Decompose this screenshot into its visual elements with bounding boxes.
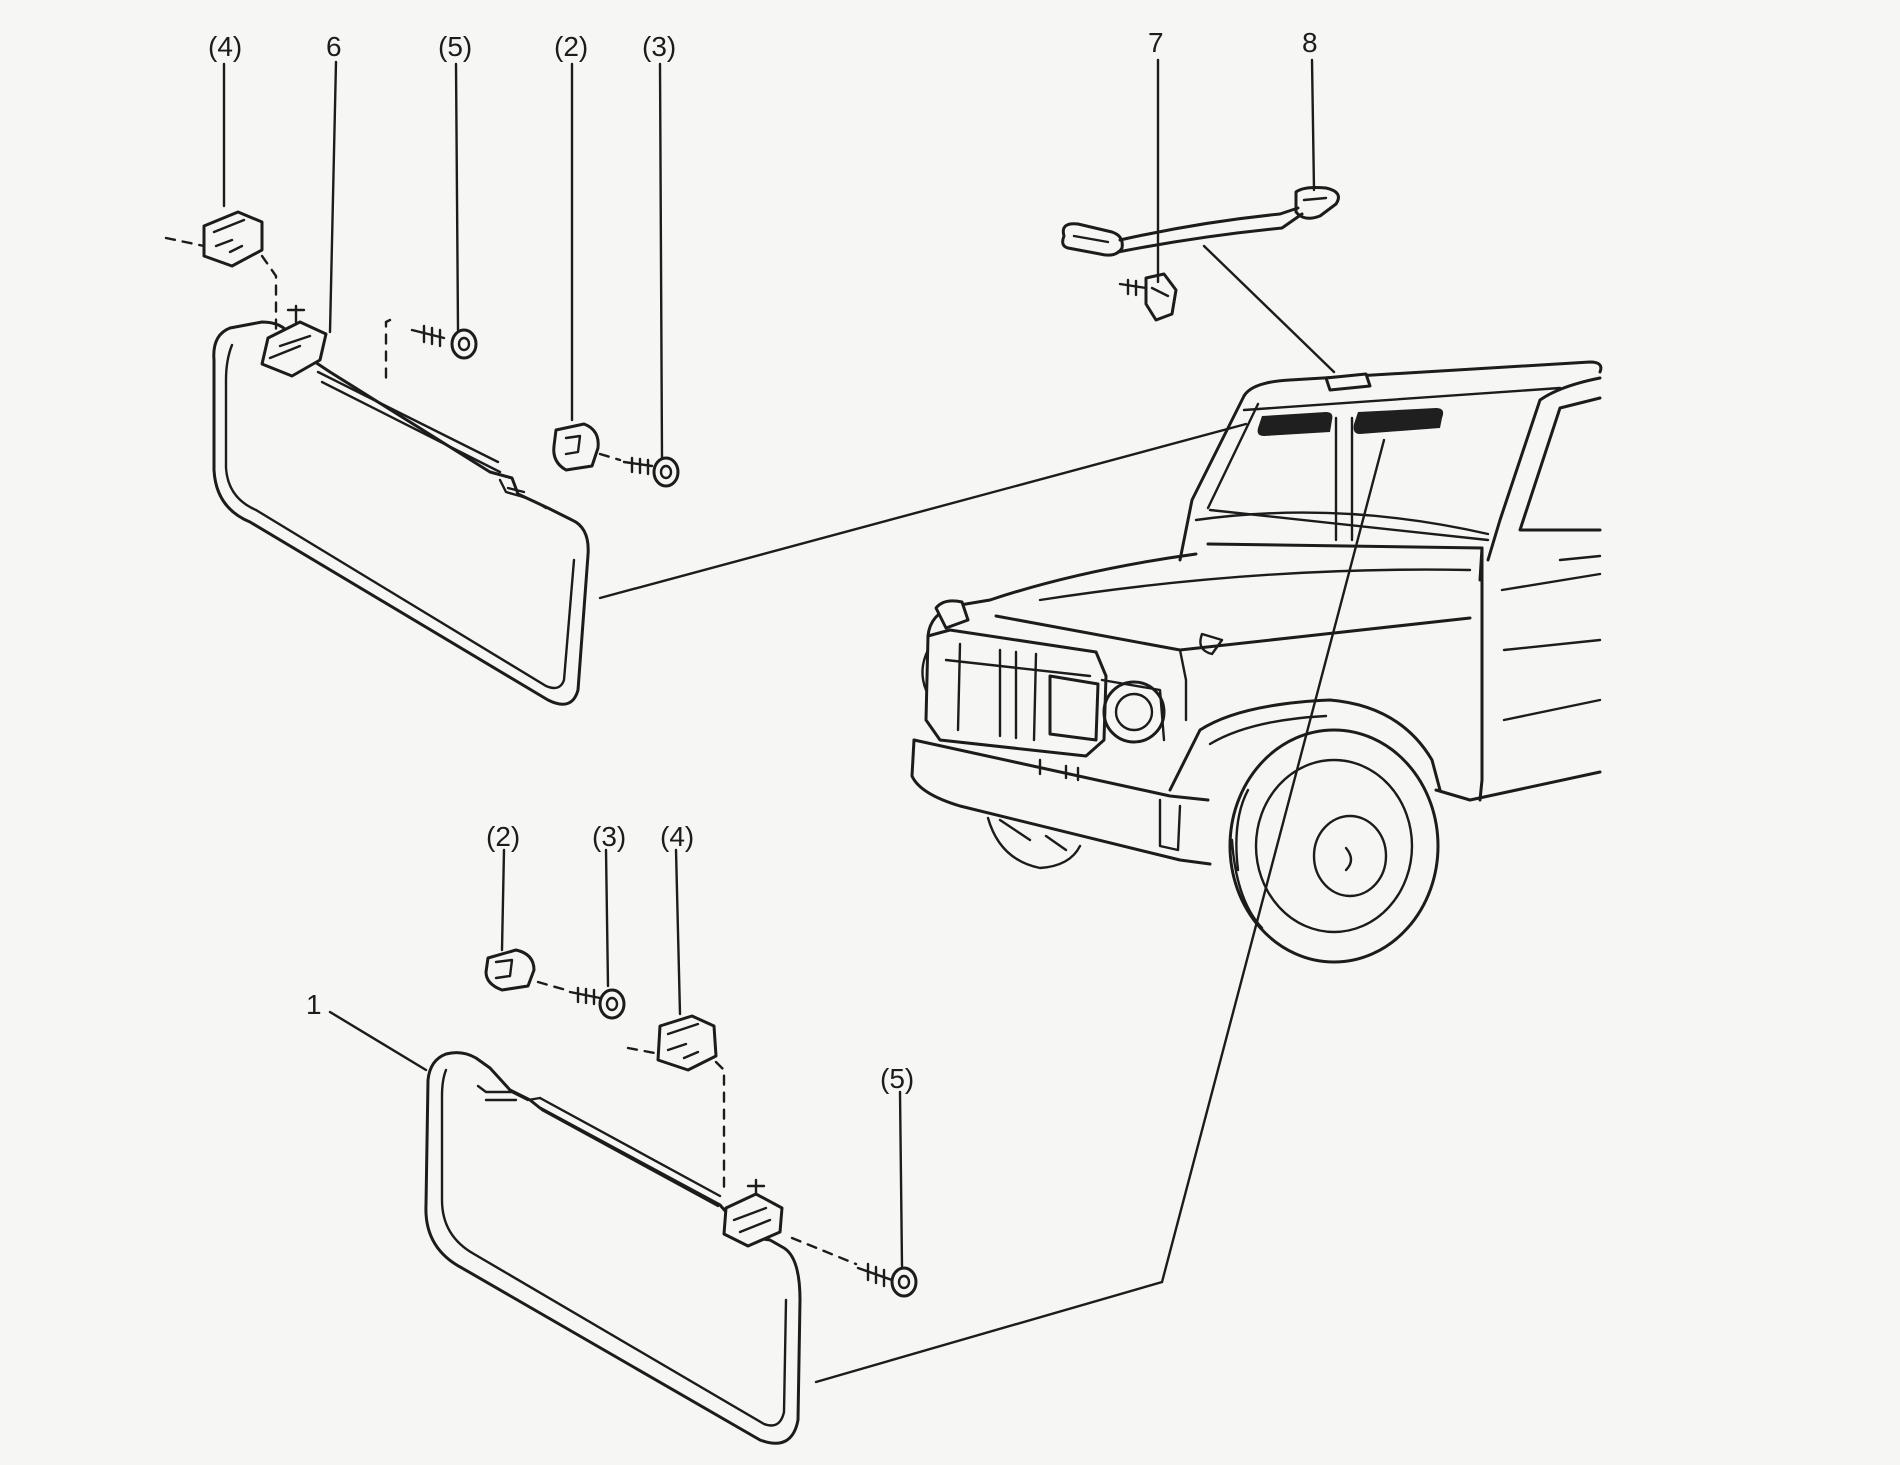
callout-lower-bracket: (4): [660, 821, 694, 852]
callout-upper-screw: (5): [438, 31, 472, 62]
lower-visor-clip-notch: [476, 1084, 542, 1102]
upper-visor-rod: [316, 370, 502, 474]
callout-lower-clip-screw: (3): [592, 821, 626, 852]
visor-highlight-driver: [1257, 412, 1333, 436]
leader-lines: [598, 244, 1386, 1384]
callout-lower-visor-1: 1: [306, 989, 322, 1020]
lower-clip-screw: [568, 986, 626, 1020]
callout-upper-arm: 6: [326, 31, 342, 62]
upper-sun-visor-assembly: [164, 210, 680, 706]
lower-sun-visor-assembly: [424, 948, 918, 1445]
upper-mounting-bracket: [202, 210, 264, 268]
upper-visor-clip: [552, 422, 600, 472]
lower-visor-rod: [538, 1096, 722, 1208]
lower-sun-visor-panel: [424, 1051, 802, 1445]
upper-visor-inner-edge: [224, 343, 576, 690]
grab-handle-assembly: [1061, 186, 1340, 322]
callout-lower-screw: (5): [880, 1063, 914, 1094]
callout-upper-clip-screw: (3): [642, 31, 676, 62]
lower-pivot-arm: [722, 1178, 784, 1248]
upper-pivot-arm: [260, 304, 328, 378]
upper-visor-screw: [410, 324, 478, 360]
callout-screw-7: 7: [1148, 27, 1164, 58]
callout-lower-clip: (2): [486, 821, 520, 852]
callout-upper-clip: (2): [554, 31, 588, 62]
lower-visor-clip: [484, 948, 536, 992]
lower-mounting-bracket: [656, 1014, 718, 1072]
lower-visor-screw: [856, 1262, 918, 1298]
handle-screw: [1118, 272, 1178, 322]
lower-visor-inner-edge: [440, 1068, 788, 1427]
callout-leaders: [222, 58, 1316, 1268]
callout-labels: (4) 6 (5) (2) (3) 7 8 (2) (3) (4) 1 (5): [208, 27, 1318, 1094]
callout-upper-bracket: (4): [208, 31, 242, 62]
visor-highlight-passenger: [1353, 408, 1444, 434]
upper-visor-clip-notch: [498, 478, 548, 510]
callout-grab-handle-8: 8: [1302, 27, 1318, 58]
vehicle-outline: [910, 360, 1603, 964]
upper-clip-screw: [622, 456, 680, 488]
grab-handle: [1061, 186, 1340, 257]
upper-sun-visor-panel: [212, 320, 590, 706]
